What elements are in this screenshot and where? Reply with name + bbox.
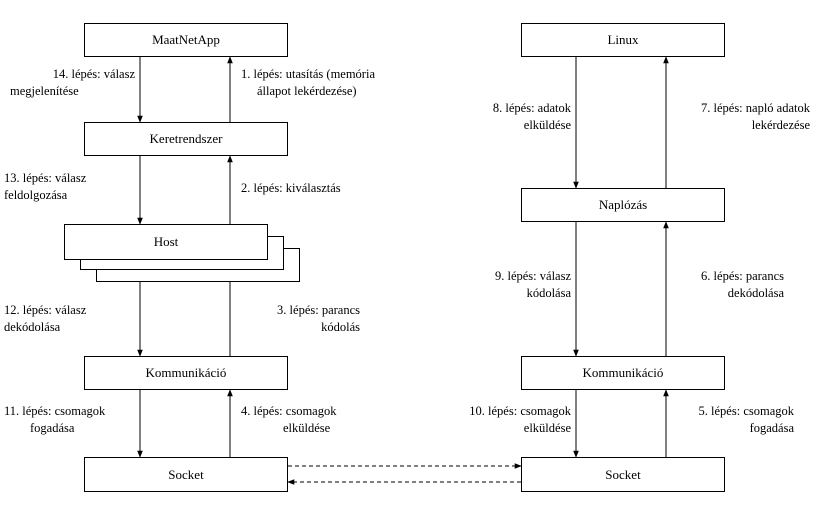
host-box: Host bbox=[64, 224, 268, 260]
naplozas-label: Naplózás bbox=[598, 197, 648, 212]
step7-label: 7. lépés: napló adatok lekérdezése bbox=[701, 101, 810, 132]
maatnetapp-label: MaatNetApp bbox=[152, 32, 220, 47]
step13-label: 13. lépés: válasz feldolgozása bbox=[4, 171, 87, 202]
left-kommunikacio-label: Kommunikáció bbox=[145, 365, 227, 380]
host-label: Host bbox=[153, 234, 179, 249]
right-kommunikacio-box: Kommunikáció bbox=[521, 356, 725, 390]
right-socket-box: Socket bbox=[521, 457, 725, 492]
step9-label: 9. lépés: válasz kódolása bbox=[494, 269, 571, 300]
step12-label: 12. lépés: válasz dekódolása bbox=[4, 303, 87, 334]
right-kommunikacio-label: Kommunikáció bbox=[582, 365, 664, 380]
left-kommunikacio-box: Kommunikáció bbox=[84, 356, 288, 390]
linux-box: Linux bbox=[521, 23, 725, 57]
left-socket-label: Socket bbox=[168, 466, 204, 482]
step14-label: 14. lépés: válasz megjelenítése bbox=[10, 67, 135, 98]
step10-label: 10. lépés: csomagok elküldése bbox=[469, 404, 571, 435]
left-socket-box: Socket bbox=[84, 457, 288, 492]
step6-label: 6. lépés: parancs dekódolása bbox=[701, 269, 784, 300]
step4-label: 4. lépés: csomagok elküldése bbox=[241, 404, 337, 435]
step11-label: 11. lépés: csomagok fogadása bbox=[4, 404, 106, 435]
linux-label: Linux bbox=[607, 32, 639, 47]
step5-label: 5. lépés: csomagok fogadása bbox=[698, 404, 794, 435]
right-socket-label: Socket bbox=[605, 466, 641, 482]
step8-label: 8. lépés: adatok elküldése bbox=[492, 101, 571, 132]
keretrendszer-box: Keretrendszer bbox=[84, 122, 288, 156]
step3-label: 3. lépés: parancs kódolás bbox=[277, 303, 360, 334]
naplozas-box: Naplózás bbox=[521, 188, 725, 222]
step2-label: 2. lépés: kiválasztás bbox=[241, 181, 341, 195]
maatnetapp-box: MaatNetApp bbox=[84, 23, 288, 57]
step1-label: 1. lépés: utasítás (memória állapot leké… bbox=[241, 67, 375, 98]
keretrendszer-label: Keretrendszer bbox=[149, 131, 223, 146]
